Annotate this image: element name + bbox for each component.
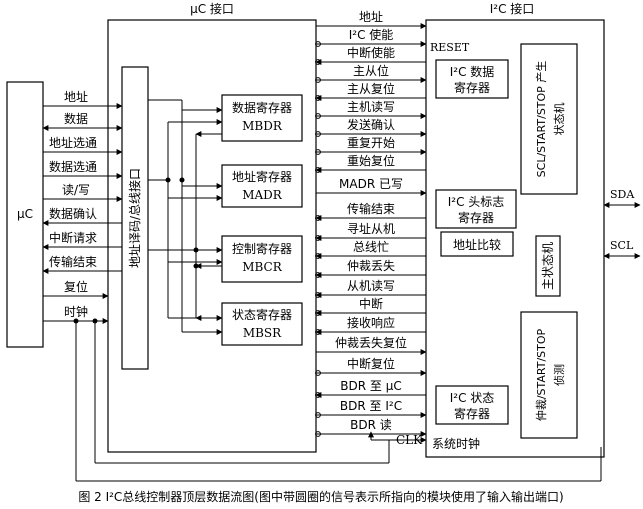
left-signal-label: 时钟 [64,304,88,319]
mid-signal-label: BDR 至 μC [340,379,401,393]
block-label: 寄存器 [458,210,494,225]
block-label: SCL/START/STOP 产生 [534,61,548,178]
mid-signal-label: I²C 使能 [349,27,394,42]
mid-signal-label: 传输结束 [347,201,395,216]
mid-signal-label: 中断使能 [347,45,395,60]
register-code: MBDR [242,119,283,133]
block-label: 寄存器 [454,80,490,95]
mid-signal-label: 地址 [359,10,383,24]
address-compare-block [440,231,514,257]
register-name: 数据寄存器 [232,100,292,115]
register-name: 控制寄存器 [232,241,292,256]
left-signal-label: 传输结束 [49,254,97,269]
scl-label: SCL [610,239,634,252]
left-signals: 地址 数据 地址选通 数据选通 读/写 数据确认 中断请求 传输结束 复位 时钟 [42,90,123,324]
register-mbcr [221,235,303,283]
mid-signal-label: 从机读写 [347,279,395,293]
i2c-header-register [435,189,517,229]
mcu-block [6,81,44,348]
arbitration-detect-block [520,311,578,439]
mid-signals: 地址 I²C 使能 中断使能 主从位 主从复位 主机读写 发送确认 重复开始 重… [315,10,427,437]
scl-generator-fsm [520,43,578,195]
left-signal-label: 读/写 [62,183,90,197]
block-label: 侦测 [553,364,566,386]
register-blocks: 数据寄存器 MBDR 地址寄存器 MADR 控制寄存器 MBCR 状态寄存器 M… [221,94,303,346]
register-mbsr [221,302,303,346]
block-label: 状态机 [552,103,566,136]
register-mbdr [221,94,303,142]
block-label: 寄存器 [454,406,490,421]
clock-junction-dot [92,318,98,324]
figure-caption: 图 2 I²C总线控制器顶层数据流图(图中带圆圈的信号表示所指向的模块使用了输入… [78,489,563,504]
clock-junction-dot [73,318,79,324]
left-signal-label: 中断请求 [49,230,97,245]
mid-signal-label: 主从复位 [347,81,395,96]
mid-signal-label: 仲裁丢失复位 [335,335,407,350]
mcu-label: μC [17,207,33,221]
mid-signal-label: 接收响应 [347,315,395,330]
block-label: 仲裁/START/STOP [534,328,548,421]
mid-signal-label: 重始复位 [347,153,395,168]
left-signal-label: 地址 [64,90,88,104]
block-label: 主状态机 [541,242,555,290]
left-signal-label: 数据确认 [49,206,97,221]
mid-signal-label: MADR 已写 [339,177,403,191]
main-fsm-block [535,235,561,297]
left-signal-label: 复位 [64,279,88,294]
bus-junction-dot [193,247,199,253]
sda-label: SDA [610,188,635,201]
left-signal-label: 数据 [64,111,88,126]
sysclk-label: 系统时钟 [432,436,480,451]
mid-signal-label: 中断 [359,296,383,311]
i2c-interface-title: I²C 接口 [490,1,535,16]
mid-signal-label: 总线忙 [353,240,389,254]
muc-interface-title: μC 接口 [190,1,234,16]
block-label: I²C 头标志 [448,195,505,209]
block-label: I²C 状态 [450,391,495,405]
block-label: I²C 数据 [450,64,495,79]
register-code: MBCR [242,260,283,274]
bus-junction-dot [193,263,199,269]
decoder-label: 地址译码/总线接口 [127,168,142,268]
bus-junction-dot [179,177,185,183]
register-code: MADR [242,188,283,202]
clock-lines [75,321,602,482]
mid-signal-label: 中断复位 [347,356,395,371]
internal-bus [148,99,223,335]
clk-label: CLK [396,433,423,447]
bus-junction-dot [165,177,171,183]
block-label: 地址比较 [453,237,501,252]
left-signal-label: 地址选通 [49,136,97,150]
register-name: 地址寄存器 [232,169,292,184]
mid-signal-label: BDR 读 [350,418,392,432]
mid-signal-label: 主从位 [353,63,389,78]
mid-signal-label: 重复开始 [347,136,395,150]
register-code: MBSR [243,326,282,340]
mid-signal-label: 主机读写 [347,100,395,114]
register-madr [221,164,303,208]
mid-signal-label: 仲裁丢失 [347,258,395,273]
mid-signal-label: BDR 至 I²C [340,399,402,413]
mid-signal-label: 寻址从机 [347,222,395,236]
i2c-data-register [435,59,509,99]
i2c-status-register [435,385,509,425]
left-signal-label: 数据选通 [49,159,97,174]
reset-label: RESET [430,41,470,54]
register-name: 状态寄存器 [232,307,292,322]
decoder-block [121,66,149,370]
mid-signal-label: 发送确认 [347,117,395,132]
